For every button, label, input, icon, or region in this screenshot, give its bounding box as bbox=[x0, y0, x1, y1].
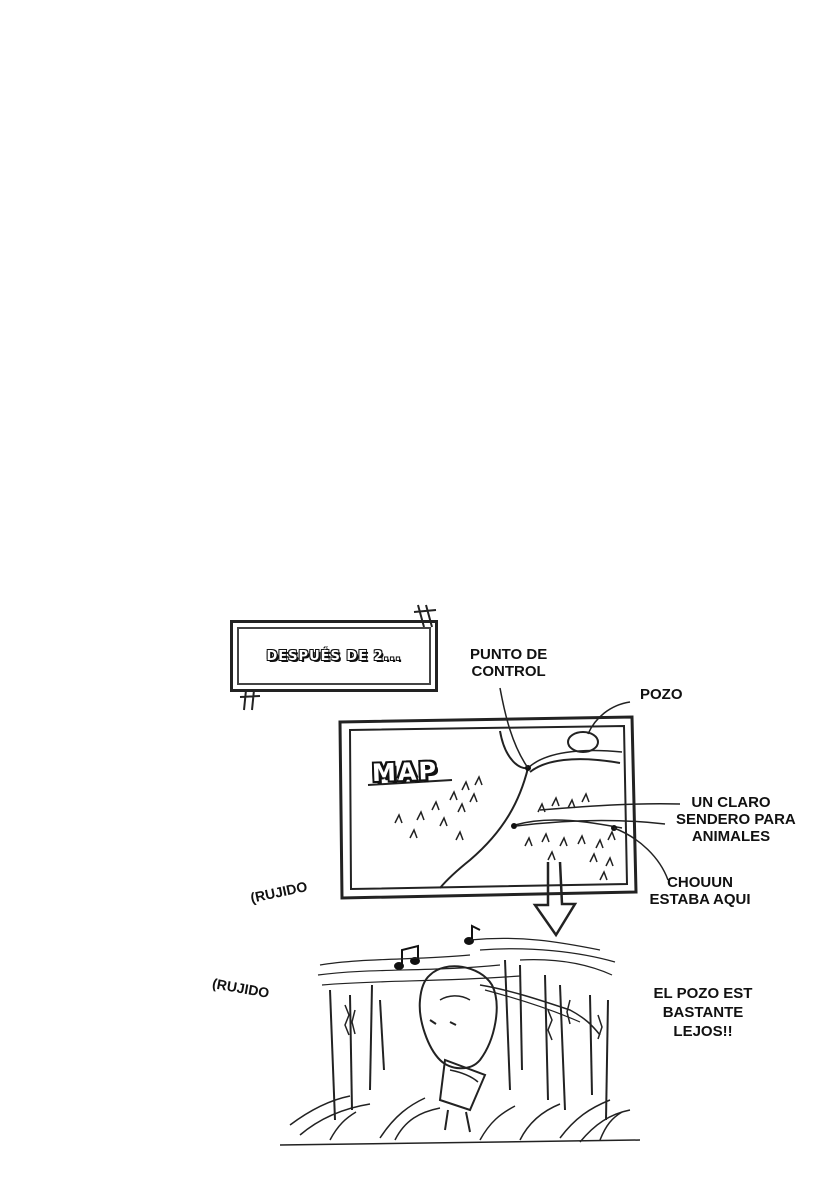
map-title: MAP bbox=[371, 756, 439, 788]
label-chouun-line-2: ESTABA AQUI bbox=[649, 891, 751, 908]
label-clearing-line-2: SENDERO PARA bbox=[676, 811, 796, 828]
speech-line-1: EL POZO EST bbox=[653, 985, 753, 1002]
speech-line-3: LEJOS!! bbox=[673, 1023, 733, 1040]
label-well: POZO bbox=[640, 686, 683, 703]
caption-tape-marks bbox=[239, 604, 437, 711]
forest-scene bbox=[279, 937, 641, 1146]
label-leader-lines bbox=[499, 687, 681, 881]
label-clearing: UN CLARO SENDERO PARA ANIMALES bbox=[676, 794, 796, 845]
music-notes bbox=[394, 924, 481, 970]
label-clearing-line-3: ANIMALES bbox=[691, 828, 771, 845]
label-control-point: PUNTO DE CONTROL bbox=[470, 646, 548, 680]
label-chouun: CHOUUN ESTABA AQUI bbox=[640, 874, 760, 908]
speech-line-2: BASTANTE bbox=[662, 1004, 744, 1021]
label-clearing-line-1: UN CLARO bbox=[691, 794, 771, 811]
label-chouun-line-1: CHOUUN bbox=[667, 874, 733, 891]
down-arrow bbox=[532, 861, 578, 938]
time-skip-caption: DESPUÉS DE 2... bbox=[266, 648, 402, 664]
time-skip-caption-box: DESPUÉS DE 2... bbox=[230, 620, 438, 692]
map-frame bbox=[338, 715, 638, 900]
speech-bubble-text: EL POZO EST BASTANTE LEJOS!! bbox=[640, 984, 766, 1041]
